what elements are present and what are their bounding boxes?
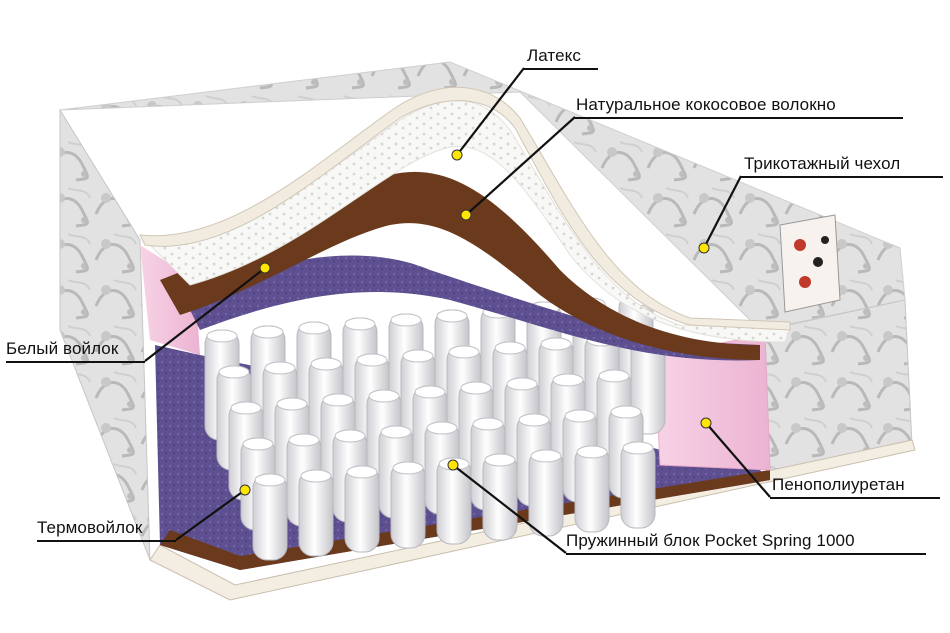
- spring-pocket: [252, 473, 288, 561]
- foam-left: [140, 245, 200, 355]
- spring-pocket: [482, 453, 518, 541]
- spring-top: [506, 377, 538, 391]
- spring-top: [540, 337, 572, 351]
- spring-top: [426, 421, 458, 435]
- spring-top: [494, 341, 526, 355]
- label-thermo-felt: Термовойлок: [37, 518, 143, 537]
- spring-top: [356, 353, 388, 367]
- spring-top: [552, 373, 584, 387]
- callout-marker: [698, 242, 710, 254]
- cover-side-left: [59, 108, 151, 561]
- label-white-felt: Белый войлок: [6, 339, 119, 358]
- leader-white-felt: [144, 267, 266, 362]
- callout-marker: [460, 209, 472, 221]
- spring-pocket: [344, 465, 380, 553]
- leader-thermo-felt: [175, 489, 246, 541]
- spring-top: [298, 321, 330, 335]
- spring-top: [460, 381, 492, 395]
- spring-top: [206, 329, 238, 343]
- spring-pocket: [528, 449, 564, 537]
- spring-top: [300, 469, 332, 483]
- spring-top: [368, 389, 400, 403]
- spring-top: [288, 433, 320, 447]
- spring-top: [276, 397, 308, 411]
- spring-top: [334, 429, 366, 443]
- markers: [239, 149, 712, 496]
- underline-spring-block: [566, 553, 926, 555]
- leader-coconut: [465, 116, 576, 216]
- spring-top: [530, 449, 562, 463]
- label-coconut: Натуральное кокосовое волокно: [576, 95, 836, 114]
- spring-top: [392, 461, 424, 475]
- spring-top: [484, 453, 516, 467]
- spring-top: [346, 465, 378, 479]
- leader-polyurethane: [705, 422, 771, 498]
- leader-cover: [703, 175, 742, 249]
- leader-latex: [456, 67, 525, 156]
- underline-thermo-felt: [37, 540, 176, 542]
- spring-top: [254, 473, 286, 487]
- underline-latex: [524, 68, 598, 70]
- latex-layer: [143, 100, 791, 343]
- spring-pocket: [620, 441, 656, 529]
- spring-pocket: [298, 469, 334, 557]
- spring-top: [472, 417, 504, 431]
- label-cover: Трикотажный чехол: [744, 154, 901, 173]
- spring-pocket: [390, 461, 426, 549]
- spring-top: [310, 357, 342, 371]
- spring-top: [610, 405, 642, 419]
- spring-top: [448, 345, 480, 359]
- spring-pocket: [574, 445, 610, 533]
- spring-top: [622, 441, 654, 455]
- spring-top: [598, 369, 630, 383]
- spring-top: [264, 361, 296, 375]
- callout-marker: [239, 484, 251, 496]
- cover-peeled-edge: [139, 86, 791, 331]
- spring-top: [252, 325, 284, 339]
- label-spring-block: Пружинный блок Pocket Spring 1000: [566, 531, 855, 550]
- callout-marker: [447, 459, 459, 471]
- underline-cover: [741, 176, 943, 178]
- spring-top: [380, 425, 412, 439]
- spring-top: [576, 445, 608, 459]
- underline-white-felt: [6, 361, 145, 363]
- spring-top: [518, 413, 550, 427]
- spring-pocket: [436, 457, 472, 545]
- spring-top: [322, 393, 354, 407]
- spring-top: [242, 437, 274, 451]
- spring-top: [390, 313, 422, 327]
- spring-top: [414, 385, 446, 399]
- callout-marker: [700, 417, 712, 429]
- leader-lines: [144, 67, 771, 554]
- spring-top: [230, 401, 262, 415]
- label-polyurethane: Пенополиуретан: [772, 475, 905, 494]
- pocket-springs: [204, 293, 666, 561]
- brand-tag: [779, 214, 841, 313]
- spring-top: [402, 349, 434, 363]
- callout-marker: [451, 149, 463, 161]
- label-latex: Латекс: [527, 46, 582, 65]
- underline-coconut: [575, 117, 903, 119]
- underline-polyurethane: [770, 497, 940, 499]
- spring-top: [436, 309, 468, 323]
- callout-marker: [259, 262, 271, 274]
- spring-top: [564, 409, 596, 423]
- leader-spring-block: [452, 464, 567, 554]
- spring-top: [344, 317, 376, 331]
- spring-top: [218, 365, 250, 379]
